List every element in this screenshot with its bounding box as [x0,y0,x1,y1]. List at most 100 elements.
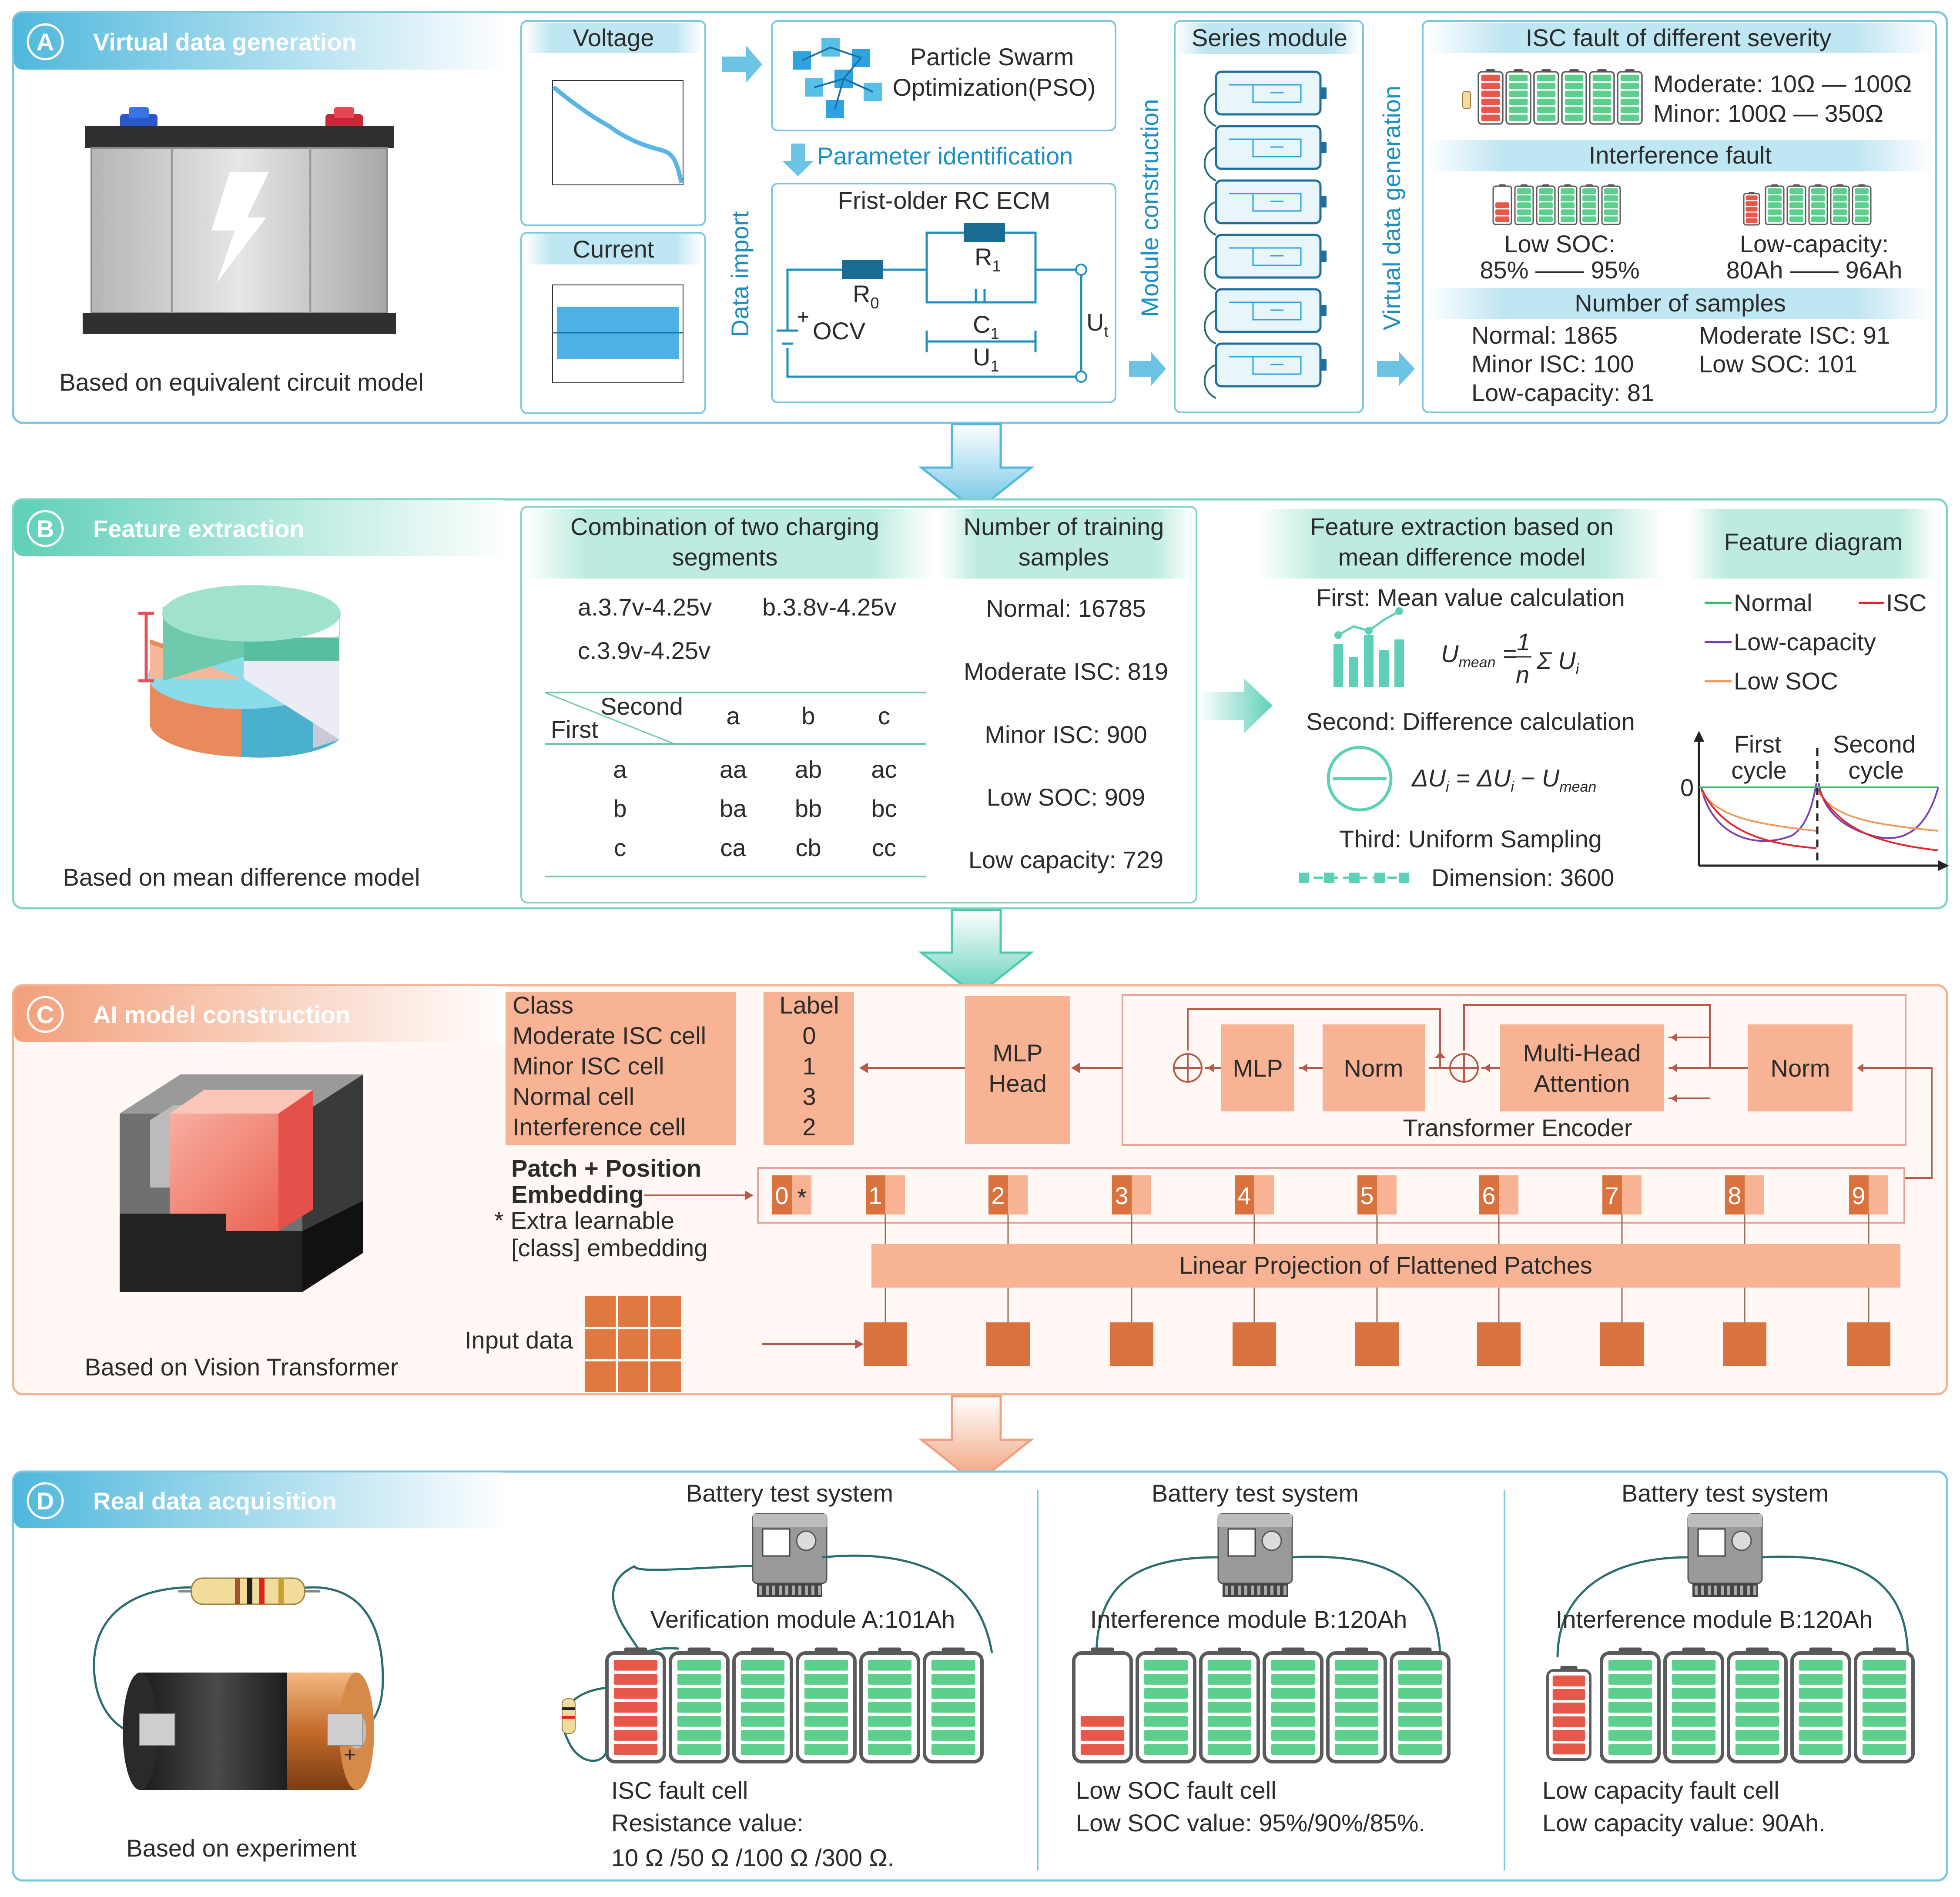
table-cell: ac [871,756,897,783]
embedding-token: 8 [1725,1175,1764,1244]
normal-cell [1830,184,1850,225]
isc-minor: Minor: 100Ω — 350Ω [1653,100,1883,127]
first-cycle-2: cycle [1731,756,1787,784]
normal-cell [1263,1647,1323,1763]
data-import-label: Data import [726,211,754,337]
pso-network-icon [793,38,882,118]
label-1: 1 [802,1052,816,1080]
current-plot [552,284,683,383]
panel-a: A Virtual data generation Based on equiv… [12,11,1948,424]
mean-bar-icon [1333,607,1404,687]
verification-module-cells [605,1647,984,1763]
normal-cell [1558,184,1578,225]
embedding-token: 4 [1235,1175,1274,1244]
table-cell: bc [871,795,897,822]
current-label: Current [573,235,654,263]
table-row-head: a [613,756,627,783]
panel-d-title: Real data acquisition [93,1487,337,1515]
extra-label-2: [class] embedding [511,1234,707,1261]
class-interference: Interference cell [513,1113,686,1141]
encoder-label: Transformer Encoder [1403,1114,1632,1141]
token-label: 1 [868,1182,882,1209]
feature-diagram-plot [1694,731,1949,871]
train-moderate: Moderate ISC: 819 [964,658,1168,685]
arrow-to-feature [1199,679,1273,733]
arrow-to-module [1129,351,1166,386]
svg-text:−: − [147,1743,159,1767]
normal-cell [1390,1647,1451,1763]
table-col-c: c [878,702,890,729]
interference-module-capacity-cells [1546,1647,1915,1763]
train-lowsoc: Low SOC: 909 [987,783,1145,811]
normal-cell [732,1647,793,1763]
normal-cell [1536,184,1556,225]
embedding-token: 2 [988,1175,1028,1244]
table-cell: cc [872,834,896,861]
pso-line1: Particle Swarm [910,43,1074,70]
normal-cell [1808,184,1828,225]
table-row-head: c [614,834,626,861]
interference-module-soc-cells [1072,1647,1451,1763]
normal-cell [1326,1647,1387,1763]
train-title-1: Number of training [964,513,1164,540]
table-second-label: Second [600,693,683,720]
mlp-head-box [965,996,1070,1144]
table-cell: cb [795,834,821,861]
series-cell [1203,125,1327,181]
embedding-token: 1 [866,1175,905,1244]
isc-cell-row [1462,69,1643,125]
input-patch [1233,1288,1276,1366]
token-label: 6 [1482,1182,1495,1209]
legend-lowcap: Low-capacity [1734,628,1876,656]
cube-icon [120,1074,363,1292]
isc-title: ISC fault of different severity [1526,24,1831,51]
fe-title-1: Feature extraction based on [1310,513,1613,540]
step-2: Second: Difference calculation [1306,708,1635,735]
mha-label-1: Multi-Head [1523,1039,1641,1067]
minus-circle-icon [1327,746,1393,812]
panel-a-letter-badge [27,23,64,60]
step-1: First: Mean value calculation [1316,584,1625,611]
small-resistor-icon [562,1686,608,1762]
sample-lowsoc: Low SOC: 101 [1699,350,1857,378]
module-b-label-1: Interference module B:120Ah [1090,1606,1407,1633]
voltage-label: Voltage [573,24,654,51]
train-lowcap: Low capacity: 729 [968,846,1163,873]
dimension: Dimension: 3600 [1431,864,1614,891]
table-col-a: a [726,702,740,729]
class-token-star: * [797,1184,807,1211]
combination-box [520,506,1197,903]
low-cap-label: Low-capacity: [1740,230,1889,258]
sample-lowcap: Low-capacity: 81 [1471,379,1654,406]
r1-resistor [964,223,1005,242]
input-patch [1600,1288,1644,1366]
d3-line1: Low capacity fault cell [1542,1777,1779,1804]
low-capacity-cell [1743,192,1760,226]
normal-cell [1617,69,1643,125]
normal-cell [1765,184,1785,225]
battery-tester-icon [1687,1513,1763,1597]
pso-line2: Optimization(PSO) [893,74,1096,101]
embedding-token: 0* [772,1175,811,1214]
normal-cell [1579,184,1599,225]
sample-minor: Minor ISC: 100 [1471,350,1634,378]
linear-projection-bar [871,1244,1900,1288]
normal-cell [1561,69,1587,125]
input-patch [1110,1288,1153,1366]
svg-text:+: + [344,1743,356,1767]
equation-2: ΔUi = ΔUi − Umean [1411,764,1596,795]
label-0: 0 [802,1022,816,1049]
embedding-row-frame [757,1167,1905,1224]
normal-cell [1854,1647,1915,1763]
battery-tester-icon [1217,1513,1293,1597]
class-box [506,992,736,1145]
normal-cell [1514,184,1534,225]
patch-label-2: Embedding [511,1181,644,1208]
label-head: Label [779,991,839,1019]
normal-cell [1505,69,1531,125]
token-label: 2 [991,1182,1005,1209]
panel-b-title-bar [14,500,510,556]
panel-c: C AI model construction Based on Vision … [12,984,1948,1395]
low-capacity-fault-cell [1546,1666,1591,1761]
